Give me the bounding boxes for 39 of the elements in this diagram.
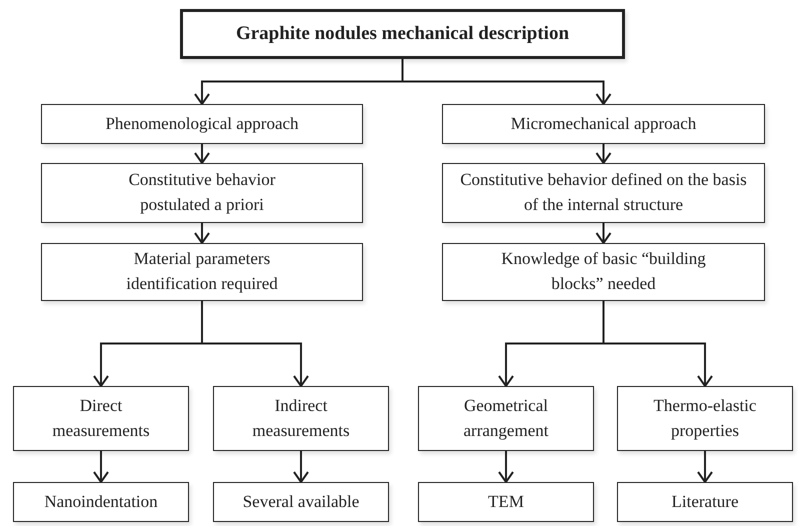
process-box bbox=[617, 386, 793, 451]
arrow bbox=[194, 223, 210, 244]
process-box bbox=[617, 482, 793, 522]
box-text: Micromechanical approach bbox=[510, 112, 696, 135]
arrow bbox=[201, 301, 309, 387]
process-box bbox=[418, 386, 594, 451]
box-text: Geometrical arrangement bbox=[462, 394, 550, 442]
box-text: Direct measurements bbox=[51, 394, 151, 442]
arrow bbox=[93, 451, 109, 483]
process-box bbox=[442, 104, 765, 144]
box-text: Several available bbox=[242, 490, 360, 513]
arrow bbox=[194, 144, 210, 164]
arrow bbox=[293, 451, 309, 483]
process-box bbox=[180, 9, 625, 59]
process-box bbox=[41, 104, 363, 144]
box-text: Knowledge of basic “building blocks” needed bbox=[500, 248, 707, 295]
process-box bbox=[442, 163, 765, 223]
box-text: Constitutive behavior defined on the basis of the internal structure bbox=[459, 169, 748, 216]
box-text: Thermo-elastic properties bbox=[652, 394, 758, 442]
process-box bbox=[41, 243, 363, 301]
box-text: Indirect measurements bbox=[251, 394, 351, 442]
process-box bbox=[213, 482, 389, 522]
arrow bbox=[596, 223, 612, 244]
box-text: Nanoindentation bbox=[44, 490, 158, 513]
process-box bbox=[13, 482, 189, 522]
process-box bbox=[13, 386, 189, 451]
process-box bbox=[418, 482, 594, 522]
box-text: Graphite nodules mechanical description bbox=[236, 22, 570, 46]
arrow bbox=[596, 144, 612, 164]
process-box bbox=[442, 243, 765, 301]
arrow bbox=[498, 451, 514, 483]
box-text: TEM bbox=[488, 490, 524, 513]
process-box bbox=[41, 163, 363, 223]
box-text: Phenomenological approach bbox=[105, 112, 299, 135]
box-text: Material parameters identification required bbox=[125, 248, 279, 295]
box-text: Constitutive behavior postulated a priori bbox=[128, 169, 276, 216]
process-box bbox=[213, 386, 389, 451]
box-text: Literature bbox=[671, 490, 738, 513]
arrow bbox=[697, 451, 713, 483]
